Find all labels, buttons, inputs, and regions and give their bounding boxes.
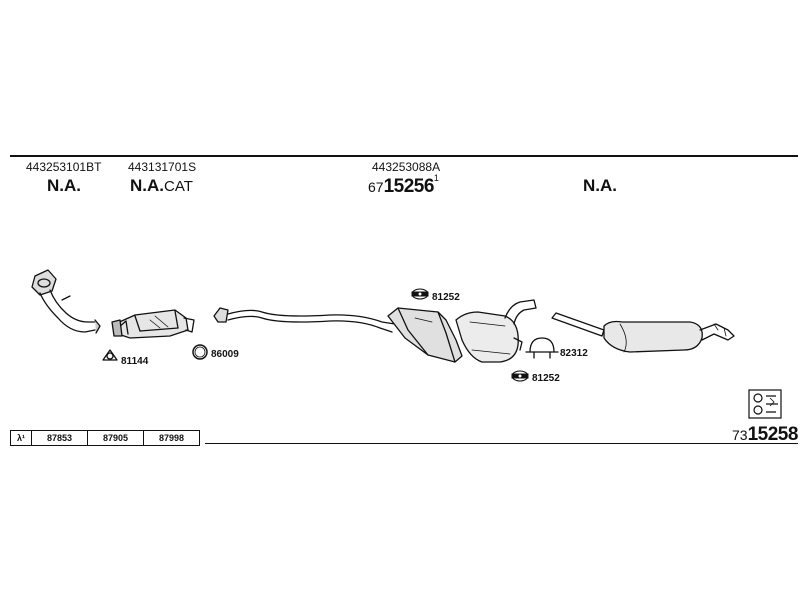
code-center-muffler-prefix: 67	[368, 179, 384, 195]
status-rear-muffler: N.A.	[583, 176, 617, 195]
lambda-sensor-cell: λ¹	[16, 433, 25, 443]
kit-number-code: 15258	[747, 424, 799, 445]
intermediate-pipe-drawing	[213, 307, 396, 333]
part-number-center-muffler: 443253088A	[372, 160, 441, 174]
label-81252-bottom: 81252	[532, 373, 560, 384]
status-catalyst: N.A.CAT	[130, 176, 193, 196]
header-divider-line	[10, 155, 798, 157]
label-81252-top: 81252	[432, 292, 460, 303]
label-82312: 82312	[560, 348, 588, 359]
hanger-81252-top-icon	[411, 288, 429, 300]
kit-number-prefix: 73	[732, 427, 748, 443]
part-number-front-pipe: 443253101BT	[26, 160, 102, 174]
reference-cell-1: 87853	[31, 431, 87, 445]
catalytic-converter-drawing	[111, 309, 195, 339]
label-86009: 86009	[211, 349, 239, 360]
front-pipe-drawing	[31, 269, 101, 334]
hanger-81252-bottom-icon	[511, 370, 529, 382]
reference-cell-3: 87998	[143, 431, 199, 445]
label-81144: 81144	[121, 356, 149, 367]
center-muffler-drawing	[387, 299, 537, 363]
reference-cell-2: 87905	[87, 431, 143, 445]
part-number-catalyst: 443131701S	[128, 160, 197, 174]
code-center-muffler-sup: 1	[433, 173, 439, 183]
reference-table: λ¹ 87853 87905 87998	[10, 430, 200, 446]
mounting-kit-icon	[748, 389, 782, 419]
kit-number: 7315258	[732, 424, 798, 446]
footer-divider-line	[205, 443, 798, 444]
status-front-pipe: N.A.	[47, 176, 81, 195]
code-center-muffler: 67152561	[368, 173, 439, 198]
mount-81144-drawing	[102, 349, 118, 361]
clamp-82312-drawing	[525, 337, 559, 359]
rear-muffler-drawing	[551, 312, 735, 353]
status-catalyst-na: N.A.	[130, 176, 164, 195]
ring-86009-drawing	[192, 344, 208, 360]
code-center-muffler-number: 15256	[383, 176, 435, 197]
status-catalyst-suffix: CAT	[164, 178, 193, 195]
